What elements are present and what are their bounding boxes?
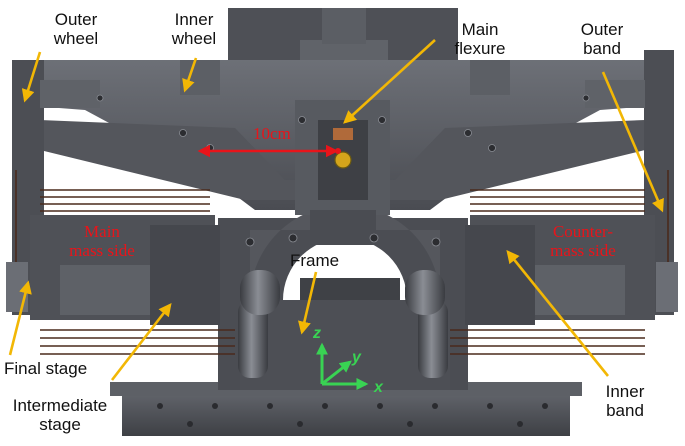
main-flexure-label: Main flexure [454,20,506,58]
inner-band-label: Inner band [605,382,645,420]
bolts [96,94,590,247]
final-stage-label: Final stage [4,359,88,378]
scale-bar [197,144,341,158]
outer-wheels [6,50,678,315]
counter-mass-side-label: Counter- mass side [550,222,616,260]
base-plate [110,382,582,436]
frame-label: Frame [290,251,340,270]
scale-label: 10cm [253,124,291,143]
flexure-disc [333,128,353,169]
final-stage-arrow [8,280,32,356]
inner-band-arrow [506,249,610,377]
coordinate-axes [316,342,369,390]
outer-wheel-label: Outer wheel [53,10,99,48]
frame-arrow [298,271,318,335]
main-flexure-arrow [343,39,436,124]
main-mass-side-label: Main mass side [69,222,135,260]
intermediate-stage-arrow [110,302,172,381]
y-axis-label: y [352,349,361,366]
z-axis-label: z [313,325,321,342]
mass-blocks [30,215,655,325]
x-axis-label: x [374,379,383,396]
intermediate-stage-label: Intermediate stage [12,396,108,434]
y-axis-arrow [321,360,352,386]
outer-band-label: Outer band [580,20,624,58]
outer-wheel-arrow [21,51,42,103]
inner-wheel-label: Inner wheel [171,10,217,48]
outer-band-arrow [601,71,664,213]
callout-arrows [8,39,664,381]
inner-wheel-arrow [182,57,198,93]
